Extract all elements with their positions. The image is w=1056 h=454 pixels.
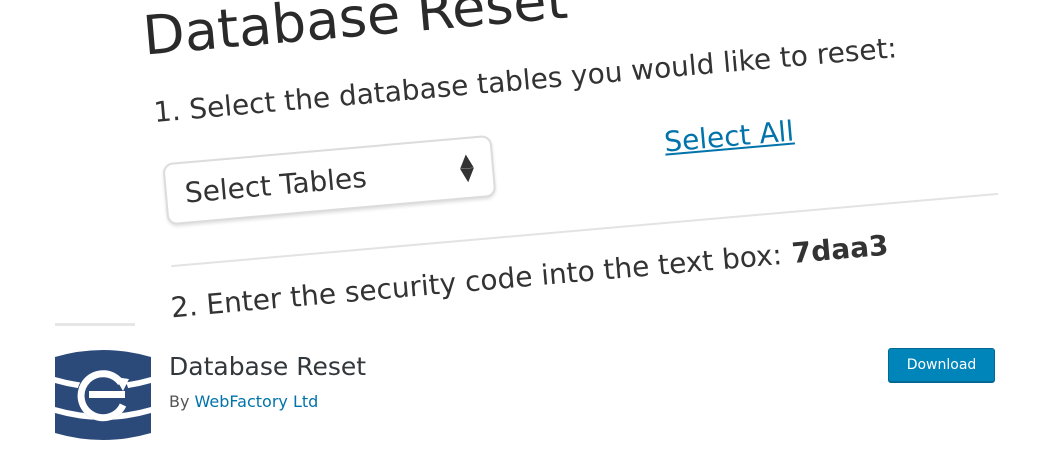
by-label: By bbox=[169, 392, 190, 411]
banner-step2-label: 2. Enter the security code into the text… bbox=[169, 237, 784, 325]
banner-security-code: 7daa3 bbox=[790, 228, 890, 270]
select-updown-icon: ▲▼ bbox=[458, 149, 476, 186]
download-button[interactable]: Download bbox=[888, 348, 995, 382]
banner-title: Database Reset bbox=[140, 0, 570, 68]
banner-select-label: Select Tables bbox=[183, 160, 368, 210]
plugin-title: Database Reset bbox=[169, 352, 367, 381]
plugin-banner: Database Reset 1. Select the database ta… bbox=[140, 0, 1056, 325]
banner-screenshot: Database Reset 1. Select the database ta… bbox=[140, 0, 1056, 325]
banner-select-tables: Select Tables ▲▼ bbox=[162, 134, 497, 226]
database-refresh-icon bbox=[55, 347, 151, 443]
plugin-author: By WebFactory Ltd bbox=[169, 392, 318, 411]
author-link[interactable]: WebFactory Ltd bbox=[194, 392, 319, 411]
thumbnail-strip bbox=[55, 323, 135, 326]
banner-step2-text: 2. Enter the security code into the text… bbox=[169, 229, 889, 325]
banner-select-all-link: Select All bbox=[662, 114, 796, 159]
